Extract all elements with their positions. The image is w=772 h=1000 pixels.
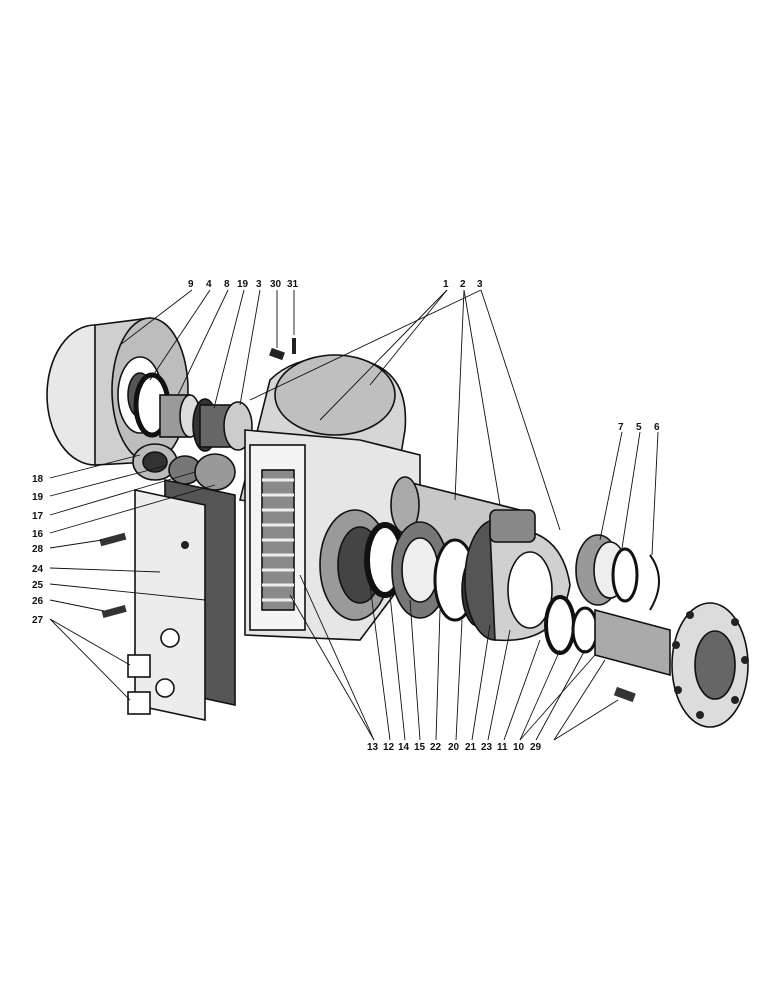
callout-19: 19 xyxy=(237,279,249,290)
pinion-bearings xyxy=(192,398,253,452)
callout-3: 3 xyxy=(256,279,262,290)
callout-17: 17 xyxy=(32,511,44,522)
callout-4: 4 xyxy=(206,279,212,290)
callout-29: 29 xyxy=(530,742,542,753)
wheel-hub xyxy=(594,602,749,728)
callout-6: 6 xyxy=(654,422,660,433)
callout-21: 21 xyxy=(465,742,477,753)
leader-lines xyxy=(49,289,659,741)
callout-numbers: 9 4 8 19 3 30 31 1 2 3 7 5 6 18 19 17 16… xyxy=(32,279,660,753)
callout-22: 22 xyxy=(430,742,442,753)
internal-gear xyxy=(261,469,295,611)
parts-illustration xyxy=(46,317,749,728)
callout-23: 23 xyxy=(481,742,493,753)
callout-9: 9 xyxy=(188,279,194,290)
callout-19b: 19 xyxy=(32,492,44,503)
screw-and-pin xyxy=(269,338,296,361)
callout-18: 18 xyxy=(32,474,44,485)
callout-26: 26 xyxy=(32,596,44,607)
outer-bearing-set xyxy=(575,534,660,611)
callout-12: 12 xyxy=(383,742,395,753)
cover-bolts xyxy=(99,532,127,618)
callout-16: 16 xyxy=(32,529,44,540)
callout-27: 27 xyxy=(32,615,44,626)
callout-11: 11 xyxy=(497,742,508,753)
spacer-rings xyxy=(544,595,599,655)
side-cover xyxy=(127,479,236,721)
callout-3b: 3 xyxy=(477,279,483,290)
callout-28: 28 xyxy=(32,544,44,555)
callout-8: 8 xyxy=(224,279,230,290)
callout-30: 30 xyxy=(270,279,282,290)
callout-1: 1 xyxy=(443,279,449,290)
callout-13: 13 xyxy=(367,742,379,753)
callout-31: 31 xyxy=(287,279,299,290)
callout-24: 24 xyxy=(32,564,44,575)
callout-14: 14 xyxy=(398,742,410,753)
callout-5: 5 xyxy=(636,422,642,433)
callout-25: 25 xyxy=(32,580,44,591)
bearing-flange xyxy=(464,509,571,642)
callout-10: 10 xyxy=(513,742,525,753)
callout-2: 2 xyxy=(460,279,466,290)
left-bearing-cluster xyxy=(132,443,236,491)
callout-15: 15 xyxy=(414,742,426,753)
callout-7: 7 xyxy=(618,422,624,433)
callout-20: 20 xyxy=(448,742,460,753)
